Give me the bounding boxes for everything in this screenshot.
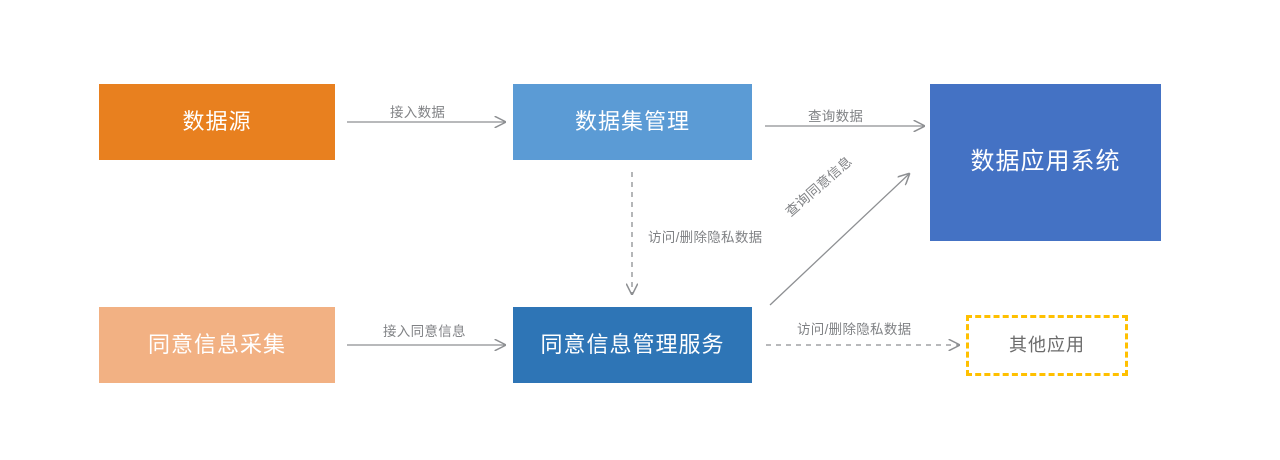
node-datasource[interactable]: 数据源 xyxy=(99,84,335,160)
node-dataset-mgmt-label: 数据集管理 xyxy=(574,108,690,134)
node-data-app-system-label: 数据应用系统 xyxy=(970,148,1121,176)
edge-query-consent xyxy=(769,174,909,306)
node-other-apps-label: 其他应用 xyxy=(1009,334,1085,355)
edge-label-access-delete-privacy-other-apps: 访问/删除隐私数据 xyxy=(797,322,912,337)
node-consent-mgmt-service[interactable]: 同意信息管理服务 xyxy=(513,307,752,383)
node-dataset-mgmt[interactable]: 数据集管理 xyxy=(513,84,752,160)
edge-label-access-delete-privacy-vertical: 访问/删除隐私数据 xyxy=(648,230,763,245)
edge-label-query-data: 查询数据 xyxy=(808,109,864,124)
node-consent-collect-label: 同意信息采集 xyxy=(147,331,286,357)
edge-label-ingest-data: 接入数据 xyxy=(390,105,446,120)
node-datasource-label: 数据源 xyxy=(182,108,252,134)
edge-label-ingest-consent: 接入同意信息 xyxy=(383,324,466,339)
node-consent-collect[interactable]: 同意信息采集 xyxy=(99,307,335,383)
node-other-apps[interactable]: 其他应用 xyxy=(966,315,1128,376)
node-data-app-system[interactable]: 数据应用系统 xyxy=(930,84,1161,241)
node-consent-mgmt-service-label: 同意信息管理服务 xyxy=(540,331,725,357)
